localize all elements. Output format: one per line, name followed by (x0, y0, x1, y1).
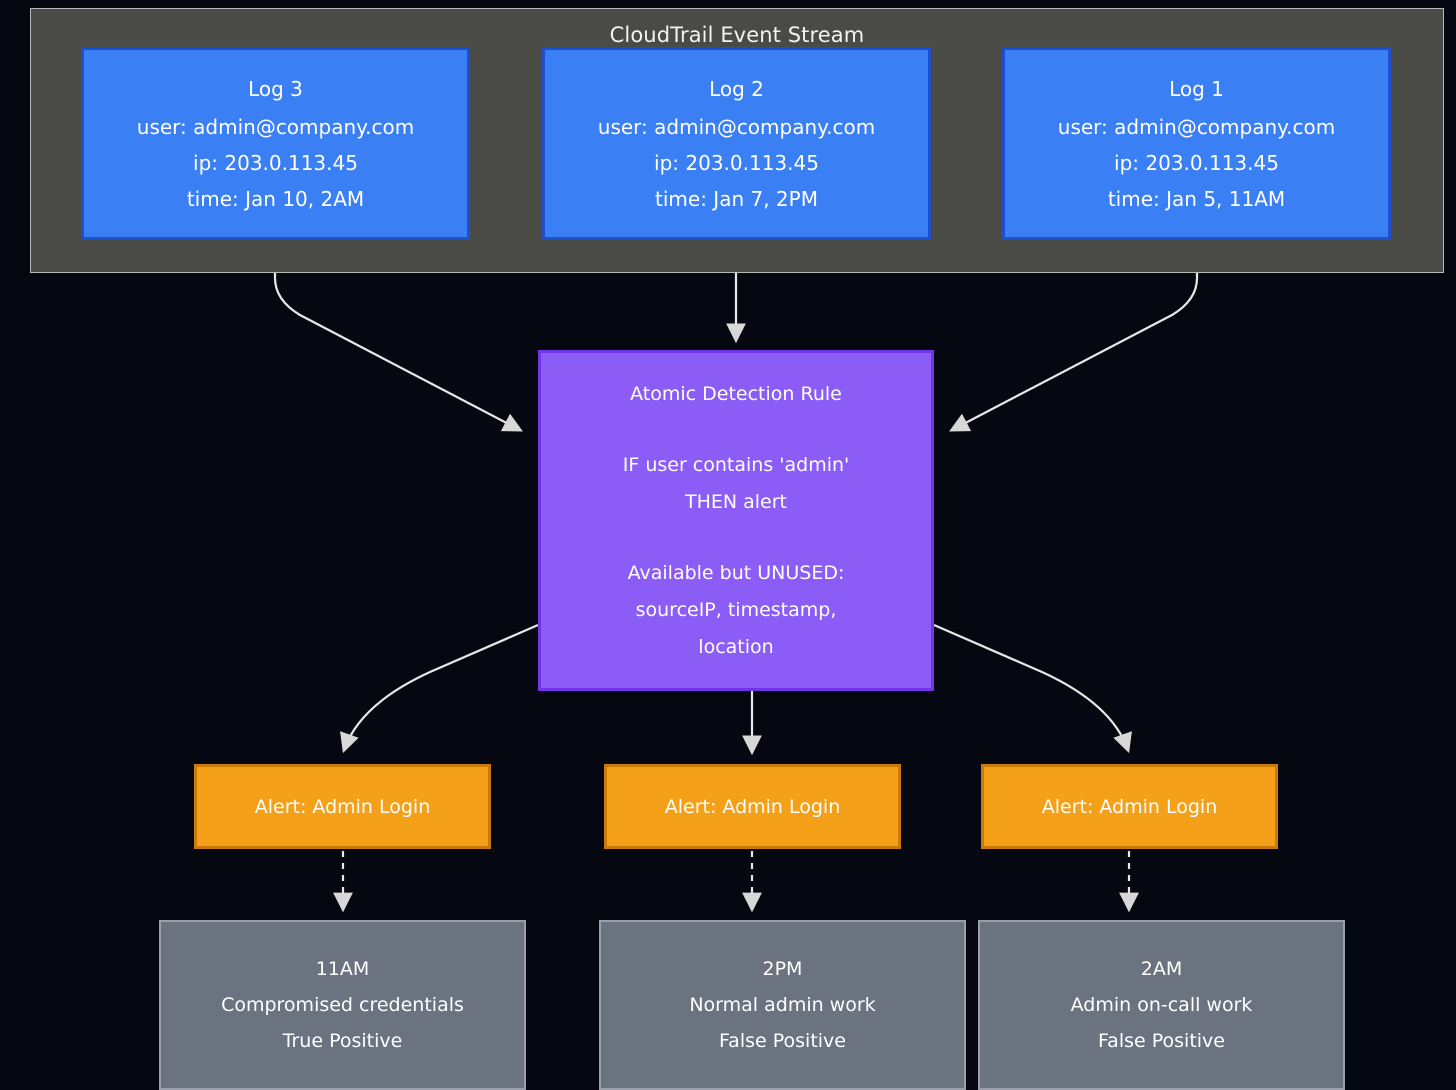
node-outcome-1[interactable]: 11AM Compromised credentials True Positi… (159, 920, 526, 1090)
subgraph-title: CloudTrail Event Stream (609, 23, 865, 47)
outcome-2-time: 2PM (762, 958, 803, 980)
log-1-user: user: admin@company.com (1057, 114, 1336, 139)
node-alert-1[interactable]: Alert: Admin Login (194, 764, 491, 849)
outcome-3-time: 2AM (1140, 958, 1183, 980)
rule-action: THEN alert (684, 490, 788, 513)
log-3-user: user: admin@company.com (136, 114, 415, 139)
log-3-time: time: Jan 10, 2AM (186, 186, 365, 211)
log-2-title: Log 2 (709, 76, 764, 101)
log-1-time: time: Jan 5, 11AM (1107, 186, 1286, 211)
outcome-1-verdict: True Positive (282, 1030, 403, 1052)
node-log-3[interactable]: Log 3 user: admin@company.com ip: 203.0.… (81, 47, 470, 240)
node-log-2[interactable]: Log 2 user: admin@company.com ip: 203.0.… (542, 47, 931, 240)
log-3-ip: ip: 203.0.113.45 (193, 150, 358, 175)
node-alert-3[interactable]: Alert: Admin Login (981, 764, 1278, 849)
node-alert-2[interactable]: Alert: Admin Login (604, 764, 901, 849)
rule-title: Atomic Detection Rule (630, 382, 842, 405)
edge-rule-to-alert3 (933, 623, 1132, 754)
log-2-user: user: admin@company.com (597, 114, 876, 139)
rule-condition: IF user contains 'admin' (622, 453, 850, 476)
node-outcome-3[interactable]: 2AM Admin on-call work False Positive (978, 920, 1345, 1090)
rule-unused-heading: Available but UNUSED: (627, 561, 845, 584)
alert-2-label: Alert: Admin Login (664, 795, 841, 818)
outcome-1-description: Compromised credentials (221, 994, 464, 1016)
alert-1-label: Alert: Admin Login (254, 795, 431, 818)
outcome-1-time: 11AM (315, 958, 370, 980)
node-outcome-2[interactable]: 2PM Normal admin work False Positive (599, 920, 966, 1090)
log-1-ip: ip: 203.0.113.45 (1114, 150, 1279, 175)
edge-rule-to-alert1 (340, 623, 539, 754)
outcome-2-verdict: False Positive (719, 1030, 846, 1052)
alert-3-label: Alert: Admin Login (1041, 795, 1218, 818)
node-log-1[interactable]: Log 1 user: admin@company.com ip: 203.0.… (1002, 47, 1391, 240)
outcome-2-description: Normal admin work (689, 994, 876, 1016)
log-2-ip: ip: 203.0.113.45 (654, 150, 819, 175)
outcome-3-description: Admin on-call work (1070, 994, 1253, 1016)
outcome-3-verdict: False Positive (1098, 1030, 1225, 1052)
log-1-title: Log 1 (1169, 76, 1224, 101)
rule-unused-fields-line-1: sourceIP, timestamp, (635, 598, 837, 621)
rule-unused-fields-line-2: location (698, 635, 774, 658)
node-atomic-detection-rule[interactable]: Atomic Detection Rule IF user contains '… (538, 350, 934, 691)
log-2-time: time: Jan 7, 2PM (655, 186, 818, 211)
log-3-title: Log 3 (248, 76, 303, 101)
